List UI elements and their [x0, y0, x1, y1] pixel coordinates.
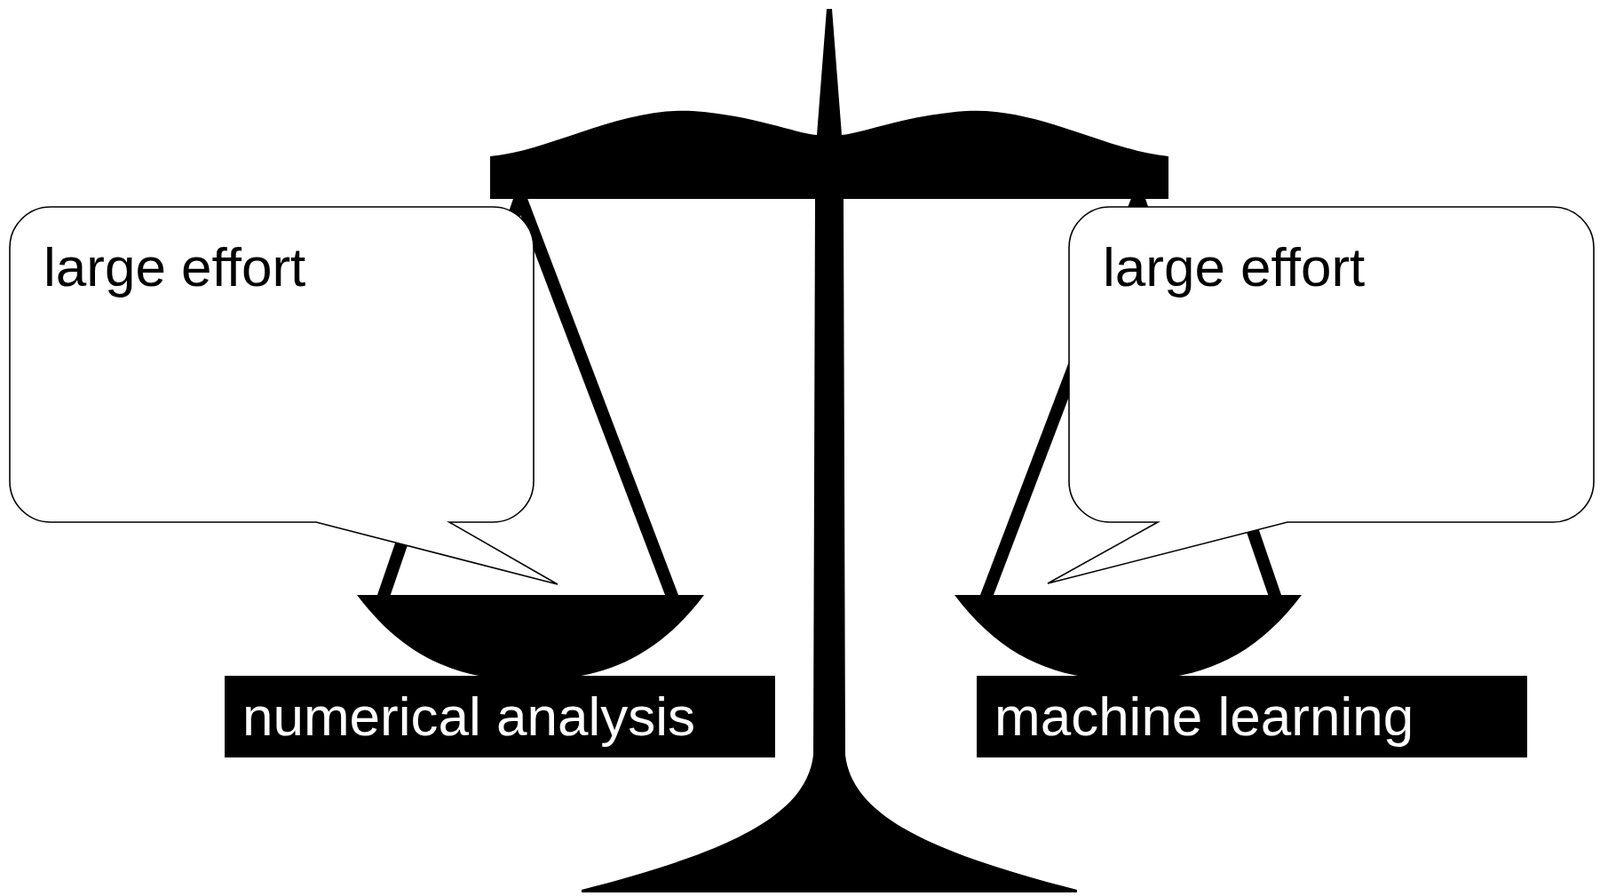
bubble-shape: [1047, 206, 1594, 584]
speech-bubble: large effort: [1069, 206, 1594, 523]
bubble-shape: [9, 206, 558, 585]
callout-text: large effort: [1102, 235, 1577, 299]
label-box: machine learning: [976, 675, 1528, 758]
callout-text: large effort: [43, 235, 516, 299]
speech-bubble: large effort: [9, 206, 534, 523]
label-text: machine learning: [994, 684, 1510, 748]
chain: [520, 197, 674, 599]
scale-pan: [356, 594, 705, 681]
label-box: numerical analysis: [224, 675, 776, 758]
scale-pan: [954, 594, 1302, 681]
label-text: numerical analysis: [242, 684, 758, 748]
scale-beam: [490, 8, 1169, 199]
